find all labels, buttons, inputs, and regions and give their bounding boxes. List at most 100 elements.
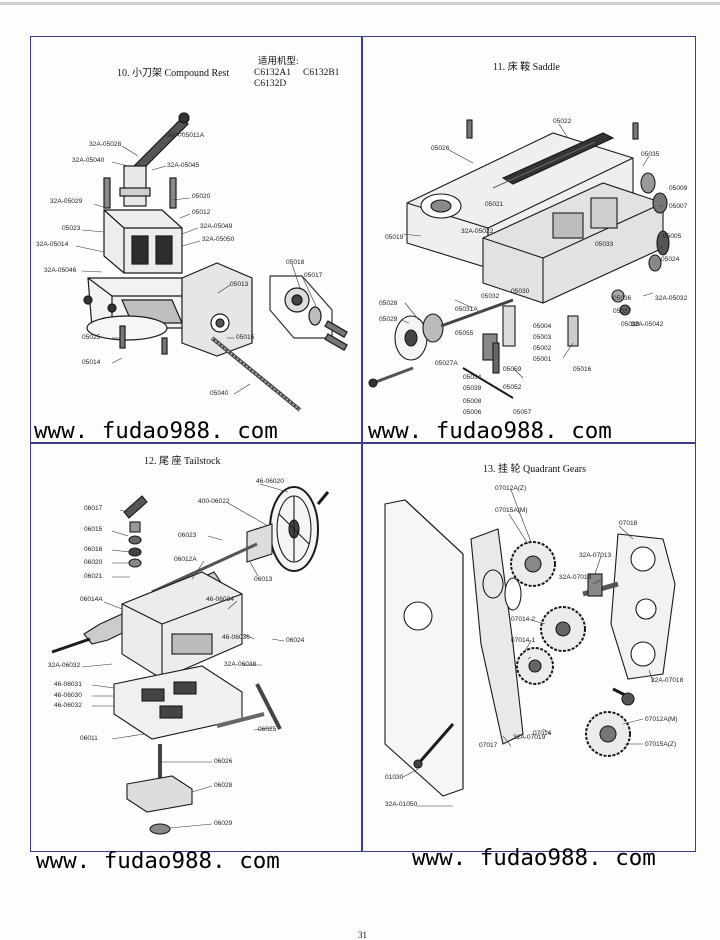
part-label: 06016	[84, 546, 103, 553]
part-label: 32A-05050	[202, 236, 235, 243]
part-label: 46-06031	[54, 681, 82, 688]
part-label: 05031A	[455, 306, 478, 313]
watermark-top-right: www. fudao988. com	[368, 418, 612, 444]
compound-rest-drawing	[75, 112, 348, 412]
part-label: 05005	[663, 233, 682, 240]
part-label: 05035	[641, 151, 660, 158]
part-label: 05020	[192, 193, 211, 200]
part-label: 32A-06032	[48, 662, 81, 669]
part-label: 06013	[254, 576, 273, 583]
part-label: 07014-1	[511, 637, 536, 644]
part-label: 06020	[84, 559, 103, 566]
part-label: 46-06032	[54, 702, 82, 709]
part-label: 05006	[463, 409, 482, 416]
part-label: 06025	[258, 726, 277, 733]
quadrant-gears-drawing	[384, 489, 676, 807]
part-label: 05057	[513, 409, 532, 416]
part-label: 06023	[178, 532, 197, 539]
part-label: 01030	[385, 774, 404, 781]
part-label: 06021	[84, 573, 103, 580]
part-label: 32A-05014	[36, 241, 69, 248]
part-label: 05028	[379, 300, 398, 307]
part-label: 07017	[479, 742, 498, 749]
part-label: 32A-07019	[513, 734, 546, 741]
watermark-bottom-right: www. fudao988. com	[412, 845, 656, 871]
part-label: 05003	[533, 334, 552, 341]
panel-title: 12. 尾 座 Tailstock	[144, 456, 221, 467]
part-label: 05016	[573, 366, 592, 373]
part-label: 32A-05042	[631, 321, 664, 328]
part-label: 32A-05028	[89, 141, 122, 148]
part-label: 06012A	[174, 556, 197, 563]
part-label: 32A-05040	[72, 157, 105, 164]
part-label: 05013	[230, 281, 249, 288]
applicable-label: 适用机型:	[258, 57, 299, 67]
part-label: 06024	[286, 637, 305, 644]
part-label: 05030	[511, 288, 530, 295]
part-label: 07015A(M)	[495, 507, 528, 514]
part-label: 32A-07013	[579, 552, 612, 559]
part-label: 05012	[192, 209, 211, 216]
part-label: 05019	[385, 234, 404, 241]
part-label: 05038	[621, 321, 640, 328]
part-label: 32A-01050	[385, 801, 418, 808]
watermark-top-left: www. fudao988. com	[34, 418, 278, 444]
panel-quadrant-gears: 13. 挂 轮 Quadrant Gears	[363, 444, 693, 849]
part-label: 32A-05029	[50, 198, 83, 205]
part-label: 46-06020	[256, 478, 284, 485]
part-label: 32A-05022	[461, 228, 494, 235]
part-label: 06028	[214, 782, 233, 789]
part-label: 05007	[669, 203, 688, 210]
part-label: 05022	[553, 118, 572, 125]
model-c6132b1: C6132B1	[303, 68, 340, 78]
part-label: 05040	[210, 390, 229, 397]
part-label: 05026	[431, 145, 450, 152]
panel-tailstock: 12. 尾 座 Tailstock	[32, 444, 360, 849]
part-label: 06014A	[80, 596, 103, 603]
part-label: 32A-05049	[200, 223, 233, 230]
part-label: 32A-07014	[559, 574, 592, 581]
part-label: 32A-05045	[167, 162, 200, 169]
part-label: 46-06034	[206, 596, 234, 603]
part-label: 05008	[463, 398, 482, 405]
part-label: 05002	[533, 345, 552, 352]
part-label: 32A-07018	[651, 677, 684, 684]
part-label: 05034	[463, 374, 482, 381]
part-label: 05052	[503, 384, 522, 391]
part-label: 32A-06038	[224, 661, 257, 668]
part-label: 07018	[619, 520, 638, 527]
part-label: 05001	[533, 356, 552, 363]
part-label: 32A-05011A	[168, 132, 205, 139]
part-label: 07014	[533, 730, 552, 737]
part-label: 05025	[82, 334, 101, 341]
page-number: 31	[358, 930, 367, 940]
part-label: 05018	[286, 259, 305, 266]
part-label: 400-06022	[198, 498, 230, 505]
part-label: 46-06036	[222, 634, 250, 641]
part-label: 06017	[84, 505, 103, 512]
part-label: 05039	[463, 385, 482, 392]
watermark-bottom-left: www. fudao988. com	[36, 848, 280, 874]
saddle-drawing	[368, 119, 670, 399]
part-label: 05009	[669, 185, 688, 192]
part-label: 05014	[82, 359, 101, 366]
part-label: 07014-2	[511, 616, 536, 623]
part-label: 07012A(M)	[645, 716, 678, 723]
panel-grid-frame	[30, 36, 696, 852]
part-label: 05033	[595, 241, 614, 248]
part-label: 32A-05046	[44, 267, 77, 274]
part-label: 07015A(Z)	[645, 741, 677, 748]
part-label: 05027A	[435, 360, 458, 367]
part-label: 06026	[214, 758, 233, 765]
part-label: 46-06030	[54, 692, 82, 699]
part-label: 05029	[379, 316, 398, 323]
model-c6132d: C6132D	[254, 79, 287, 89]
model-c6132a1: C6132A1	[254, 68, 291, 78]
part-label: 05023	[62, 225, 81, 232]
panel-compound-rest: 10. 小刀架 Compound Rest 适用机型: C6132A1 C613…	[32, 38, 360, 441]
part-label: 05037	[613, 308, 632, 315]
panel-title: 11. 床 鞍 Saddle	[493, 62, 560, 73]
horizontal-divider	[30, 442, 695, 444]
part-label: 32A-05032	[655, 295, 688, 302]
